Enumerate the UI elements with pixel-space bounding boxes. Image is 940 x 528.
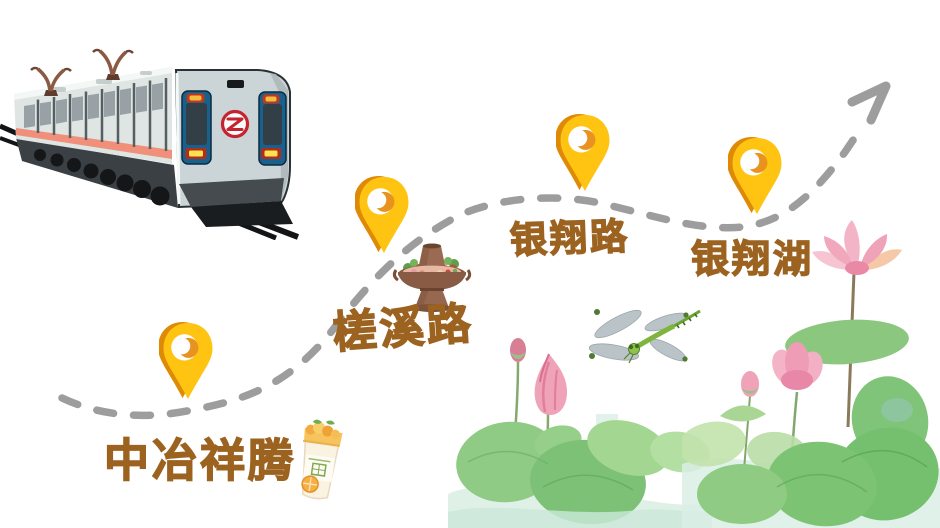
hotpot-bowl — [392, 265, 472, 290]
lotus-pad-small — [720, 405, 766, 422]
cup-label — [302, 454, 335, 483]
route-dashed-line — [58, 120, 868, 420]
station-label-yinxiang-road: 银翔路 — [509, 214, 632, 263]
metro-train-illustration — [0, 48, 300, 240]
train-side-windows — [24, 82, 163, 128]
metro-logo-icon — [220, 109, 250, 139]
station-pin-zhongye-xiangteng — [159, 322, 213, 400]
lotus-flower-tall — [812, 220, 902, 275]
station-label-zhongye-xiangteng: 中冶祥腾 — [103, 434, 297, 487]
station-pin-chaxi-road — [355, 176, 409, 254]
station-label-chaxi-road: 槎溪路 — [330, 298, 476, 360]
train-front-shadow — [191, 201, 293, 227]
station-label-yinxiang-lake: 银翔湖 — [690, 237, 815, 281]
station-pin-yinxiang-lake — [728, 137, 782, 215]
dragonfly-wingtips — [589, 309, 689, 362]
lotus-bud-small — [741, 371, 759, 397]
cup-fruit-topping — [302, 419, 343, 447]
train-side-stripe — [16, 128, 172, 159]
dragonfly-body — [636, 309, 701, 349]
pond-water-front — [448, 507, 712, 528]
pantograph-icon — [30, 48, 134, 96]
train-windshield-left — [181, 90, 212, 165]
lotus-bud-large — [534, 353, 567, 415]
lotus-bud-small — [510, 338, 526, 362]
lotus-flowers-illustration — [682, 220, 940, 528]
dragonfly-head — [623, 343, 640, 364]
fruit-tea-cup-icon — [301, 419, 343, 500]
train-front-edge-highlight — [175, 72, 181, 205]
train-windshield-right — [258, 91, 287, 166]
train-destination-box — [227, 80, 244, 88]
hotpot-icon — [392, 243, 472, 312]
hotpot-base — [413, 288, 451, 312]
lotus-flower-open — [772, 342, 823, 390]
hotpot-chimney — [418, 243, 446, 270]
orange-slice-segments — [303, 477, 318, 492]
station-pin-yinxiang-road — [556, 114, 610, 192]
train-wheels — [34, 149, 170, 206]
train-front-skirt — [179, 178, 284, 207]
train-door-pillars — [36, 78, 168, 151]
route-arrow-icon — [847, 81, 891, 125]
dragonfly-icon — [588, 309, 701, 364]
